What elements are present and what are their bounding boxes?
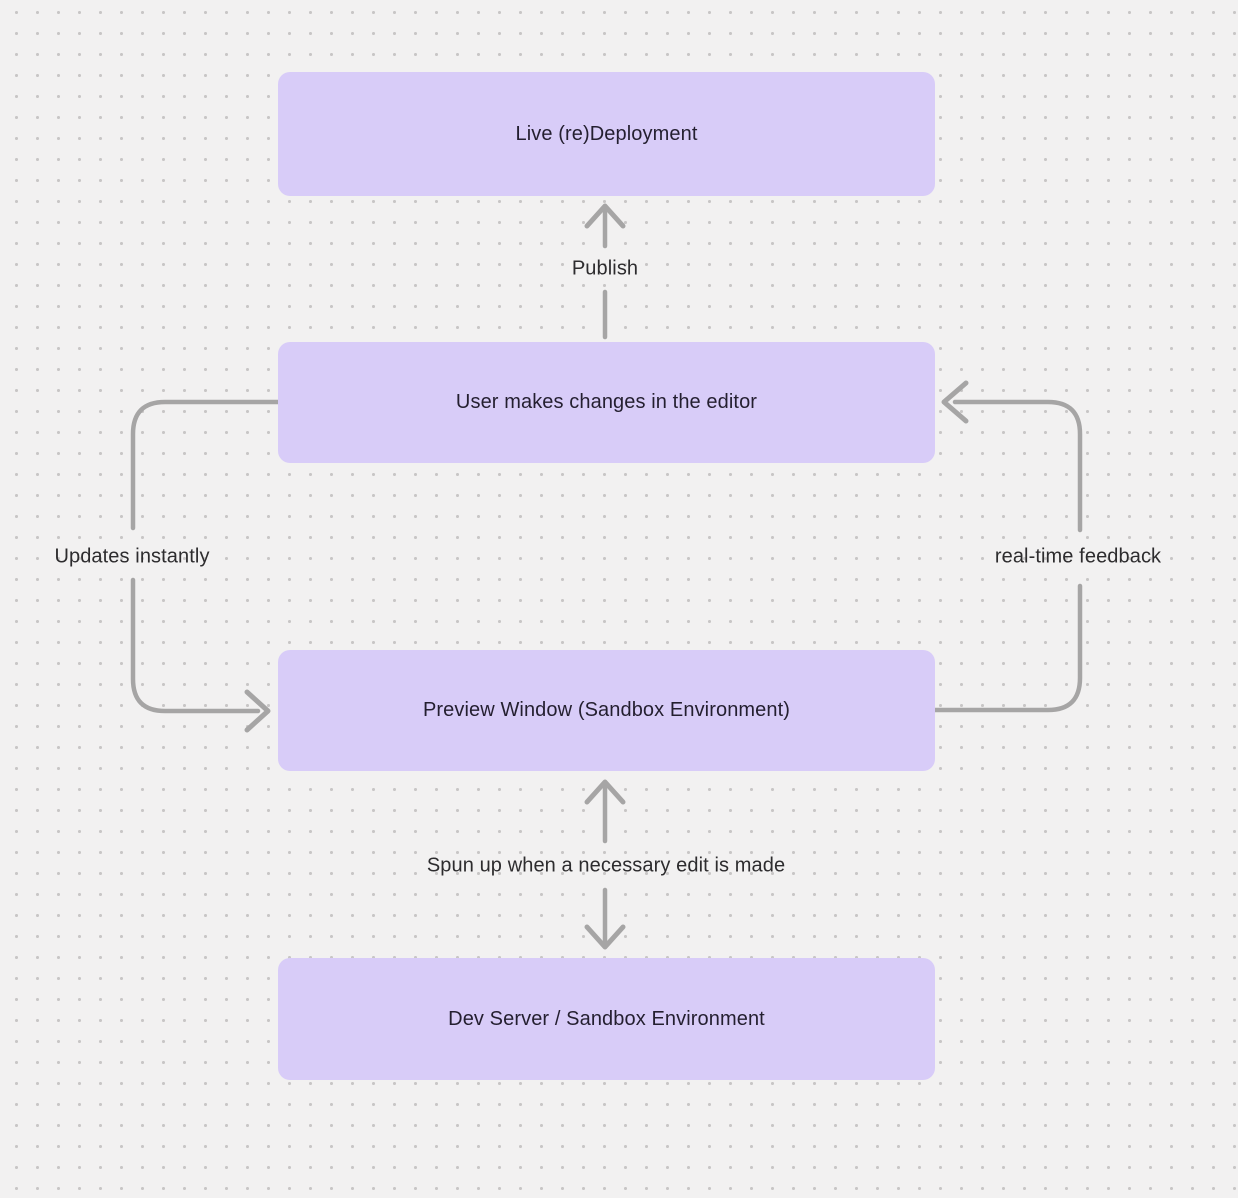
node-preview-window[interactable]: Preview Window (Sandbox Environment) <box>278 650 935 771</box>
edge-label-updates-instantly: Updates instantly <box>54 545 210 568</box>
node-live-redeployment[interactable]: Live (re)Deployment <box>278 72 935 196</box>
node-user-editor[interactable]: User makes changes in the editor <box>278 342 935 463</box>
node-label: Live (re)Deployment <box>515 122 698 145</box>
edge-feedback-upper-segment <box>952 399 1083 533</box>
node-label: Preview Window (Sandbox Environment) <box>422 699 791 721</box>
edge-label-publish: Publish <box>571 257 639 280</box>
arrowhead-left <box>941 380 969 424</box>
edge-label-spun-up: Spun up when a necessary edit is made <box>426 854 786 877</box>
node-dev-server[interactable]: Dev Server / Sandbox Environment <box>278 958 935 1080</box>
node-label: Dev Server / Sandbox Environment <box>448 1007 765 1030</box>
edge-updates-lower-segment <box>130 577 261 714</box>
edge-label-realtime-feedback: real-time feedback <box>994 545 1162 568</box>
arrowhead-up <box>584 203 626 229</box>
arrowhead-right <box>244 689 271 733</box>
edge-updates-upper-segment <box>130 399 281 531</box>
edge-feedback-lower-segment <box>932 583 1083 713</box>
arrowhead-down <box>584 924 626 950</box>
node-label: User makes changes in the editor <box>455 391 758 413</box>
arrowhead-up <box>584 779 626 805</box>
